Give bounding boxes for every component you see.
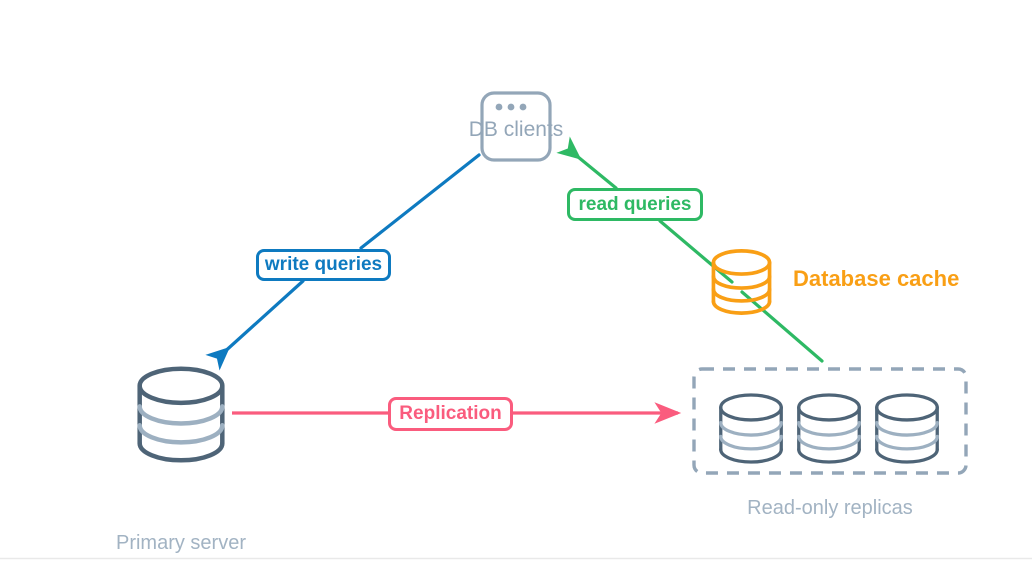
replication-tag-label: Replication <box>399 403 502 424</box>
db-clients-icon <box>480 91 552 162</box>
edge-write-queries <box>205 153 481 371</box>
db-clients-label: DB clients <box>468 118 564 141</box>
replica-cylinder-2 <box>797 393 861 464</box>
database-cache-icon <box>711 249 772 315</box>
database-cache-label: Database cache <box>793 266 960 291</box>
replication-tag[interactable]: Replication <box>388 397 513 431</box>
edge-read-queries <box>556 136 824 363</box>
primary-server-icon <box>140 369 223 461</box>
read-queries-tag-label: read queries <box>578 193 692 215</box>
read-only-replicas-container <box>692 367 968 475</box>
read-only-replicas-label: Read-only replicas <box>747 497 913 519</box>
replica-cylinder-1 <box>719 393 783 464</box>
write-queries-tag-label: write queries <box>264 254 383 275</box>
primary-server-label-line1: Primary server <box>115 532 246 555</box>
primary-server-label: Primary server (read and write capable) <box>41 480 321 566</box>
replica-cylinder-3 <box>875 393 939 464</box>
read-queries-tag[interactable]: read queries <box>567 188 703 221</box>
write-queries-tag[interactable]: write queries <box>256 249 391 281</box>
